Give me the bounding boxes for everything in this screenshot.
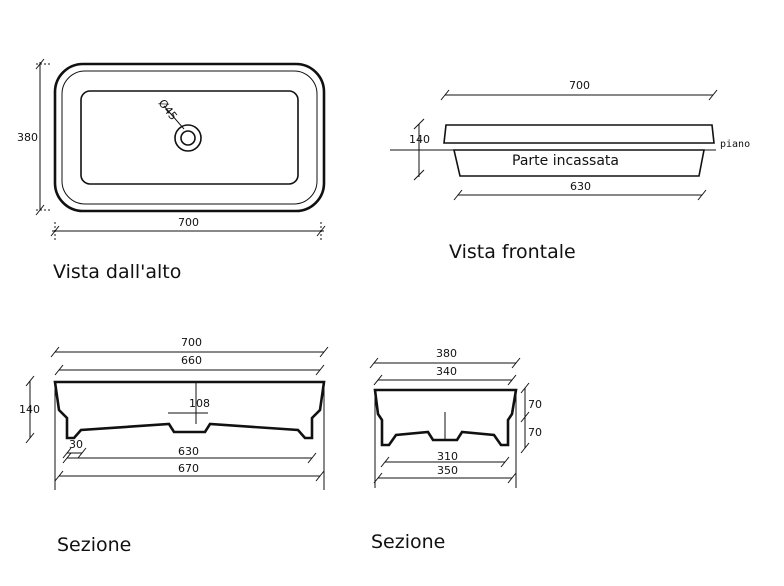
section-long-drain-dim: 108 [189, 397, 210, 410]
caption-section-long: Sezione [57, 534, 131, 556]
top-view-height-dim: 380 [17, 131, 38, 144]
section-short: 380 340 70 70 310 350 Sezione [369, 347, 542, 553]
caption-front-view: Vista frontale [449, 241, 576, 263]
front-view-height-dim: 140 [409, 133, 430, 146]
top-view-width-dim: 700 [178, 216, 199, 229]
drain-diameter-label: Ø45 [156, 97, 180, 123]
section-short-base-inner-dim: 310 [437, 450, 458, 463]
drain-inner-circle [180, 130, 196, 146]
front-view-bottom-width-dim: 630 [570, 180, 591, 193]
section-short-inner-dim: 340 [436, 365, 457, 378]
basin-outer-rim [53, 62, 326, 213]
caption-section-short: Sezione [371, 531, 445, 553]
section-short-height-upper-dim: 70 [528, 398, 542, 411]
section-long-height-dim: 140 [19, 403, 40, 416]
section-long-profile [53, 380, 326, 440]
section-long-base-inner-dim: 630 [178, 445, 199, 458]
section-short-height-lower-dim: 70 [528, 426, 542, 439]
front-view-width-dim: 700 [569, 79, 590, 92]
counter-label: piano [720, 139, 750, 150]
drain-outer-circle [174, 124, 202, 152]
section-short-outer-dim: 380 [436, 347, 457, 360]
section-long-inner-dim: 660 [181, 354, 202, 367]
section-short-base-outer-dim: 350 [437, 464, 458, 477]
front-view-rim [443, 124, 715, 144]
recessed-part-label: Parte incassata [512, 153, 619, 169]
section-long-base-outer-dim: 670 [178, 462, 199, 475]
top-view: Ø45 380 700 Vista dall'alto [17, 58, 326, 283]
section-short-profile [373, 388, 518, 447]
section-long-rim-dim: 30 [69, 438, 83, 451]
section-long-outer-dim: 700 [181, 336, 202, 349]
front-view: 700 piano Parte incassata 140 630 Vista … [390, 79, 750, 263]
caption-top-view: Vista dall'alto [53, 261, 181, 283]
basin-bowl [80, 90, 299, 185]
section-long: 700 660 140 108 30 630 670 Sezione [19, 336, 329, 556]
basin-rim-inner-line [61, 70, 318, 205]
